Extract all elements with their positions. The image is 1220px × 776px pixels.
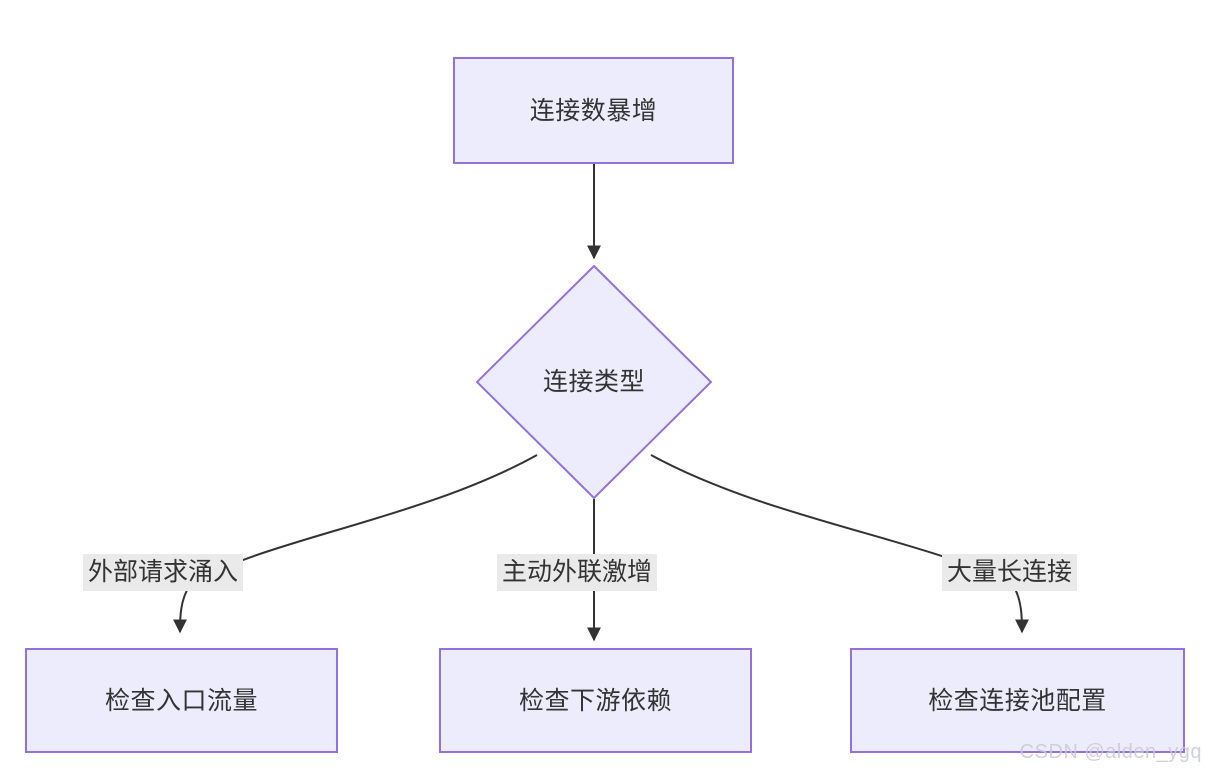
node-connection-surge-label: 连接数暴增 — [529, 96, 658, 125]
node-check-downstream-dependency-label: 检查下游依赖 — [518, 686, 672, 715]
node-check-ingress-traffic-label: 检查入口流量 — [104, 686, 258, 715]
node-connection-type[interactable]: 连接类型 — [476, 265, 712, 499]
node-connection-type-label: 连接类型 — [542, 368, 645, 396]
node-check-ingress-traffic[interactable]: 检查入口流量 — [25, 648, 338, 753]
edge-label-outbound-surge: 主动外联激增 — [497, 554, 658, 592]
edge-label-external-requests: 外部请求涌入 — [83, 554, 244, 592]
node-connection-surge[interactable]: 连接数暴增 — [453, 57, 734, 164]
node-check-connection-pool-config-label: 检查连接池配置 — [928, 686, 1107, 715]
watermark: CSDN @alden_ygq — [1019, 741, 1202, 763]
node-check-downstream-dependency[interactable]: 检查下游依赖 — [439, 648, 752, 753]
edge-label-long-connections: 大量长连接 — [942, 554, 1078, 592]
node-check-connection-pool-config[interactable]: 检查连接池配置 — [850, 648, 1185, 753]
diamond-shape-icon — [476, 265, 712, 499]
